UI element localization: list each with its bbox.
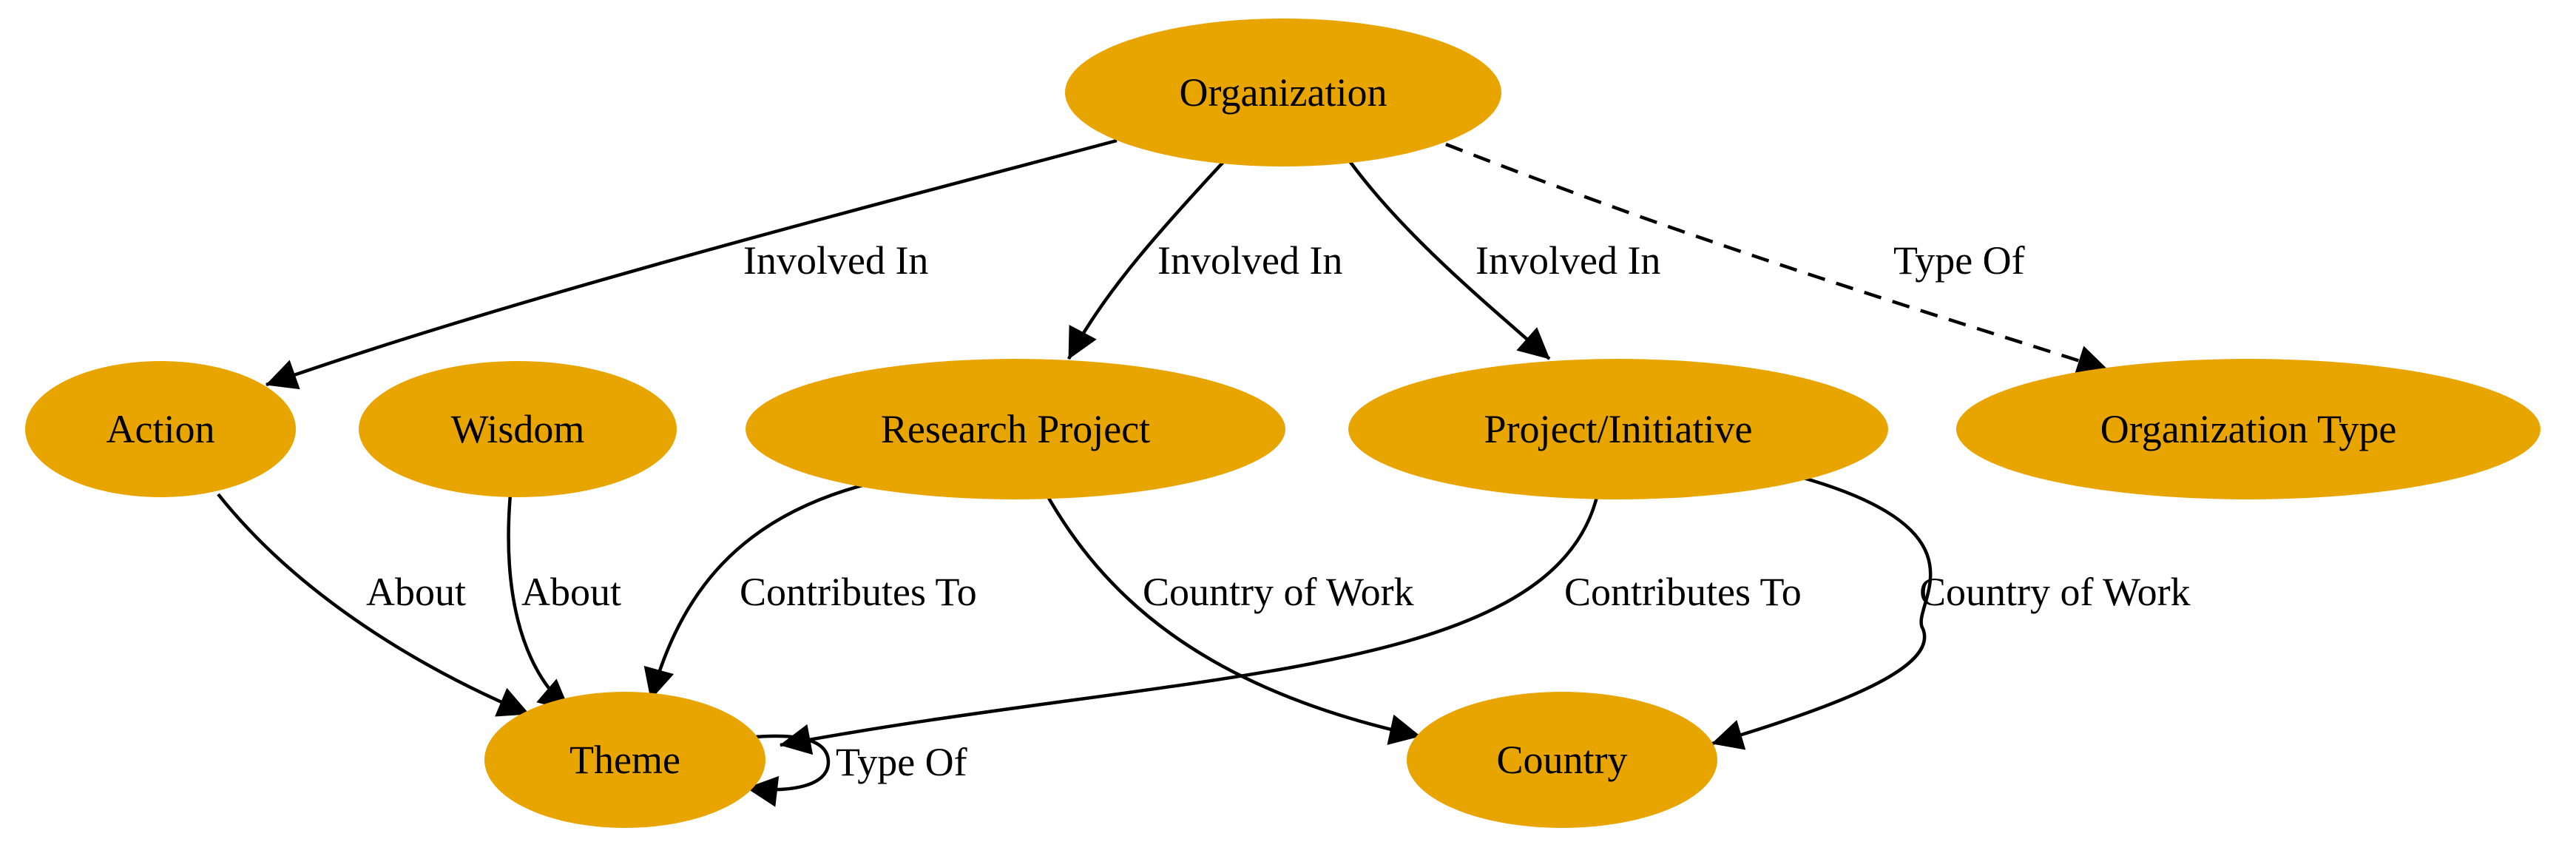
edge-label-project-theme: Contributes To <box>1564 570 1802 614</box>
node-research-project: Research Project <box>746 359 1285 499</box>
node-label-organization-type: Organization Type <box>2100 407 2397 451</box>
edge-label-org-orgtype: Type Of <box>1893 238 2025 283</box>
edge-label-project-country: Country of Work <box>1919 570 2191 614</box>
node-organization: Organization <box>1065 18 1501 166</box>
edge-label-org-research: Involved In <box>1157 238 1342 283</box>
edge-label-research-theme: Contributes To <box>740 570 977 614</box>
edge-org-research: Involved In <box>1067 160 1342 360</box>
edge-wisdom-theme: About <box>507 493 621 712</box>
edge-org-project: Involved In <box>1348 160 1660 360</box>
edge-research-country: Country of Work <box>1045 493 1421 745</box>
edge-project-country: Country of Work <box>1711 475 2191 750</box>
edge-label-research-country: Country of Work <box>1143 570 1414 614</box>
edge-org-action: Involved In <box>266 138 1118 390</box>
edge-label-org-action: Involved In <box>743 238 928 283</box>
node-action: Action <box>25 361 296 497</box>
node-country: Country <box>1407 692 1717 828</box>
node-project-initiative: Project/Initiative <box>1348 359 1888 499</box>
node-label-country: Country <box>1496 738 1627 782</box>
edge-label-action-theme: About <box>366 570 466 614</box>
node-label-action: Action <box>107 407 215 451</box>
edge-label-theme-theme: Type Of <box>836 740 967 784</box>
node-theme: Theme <box>484 692 765 828</box>
node-label-wisdom: Wisdom <box>451 407 585 451</box>
edge-research-theme: Contributes To <box>643 482 977 700</box>
edge-theme-theme: Type Of <box>746 734 967 807</box>
edge-org-orgtype: Type Of <box>1445 142 2109 376</box>
node-wisdom: Wisdom <box>359 361 677 497</box>
node-label-theme: Theme <box>569 738 680 782</box>
node-organization-type: Organization Type <box>1956 359 2540 499</box>
edge-label-wisdom-theme: About <box>521 570 621 614</box>
node-label-research-project: Research Project <box>881 407 1150 451</box>
edge-action-theme: About <box>217 493 530 717</box>
edge-project-theme: Contributes To <box>780 493 1802 755</box>
node-label-organization: Organization <box>1180 70 1387 115</box>
node-label-project-initiative: Project/Initiative <box>1484 407 1753 451</box>
edge-label-org-project: Involved In <box>1475 238 1660 283</box>
